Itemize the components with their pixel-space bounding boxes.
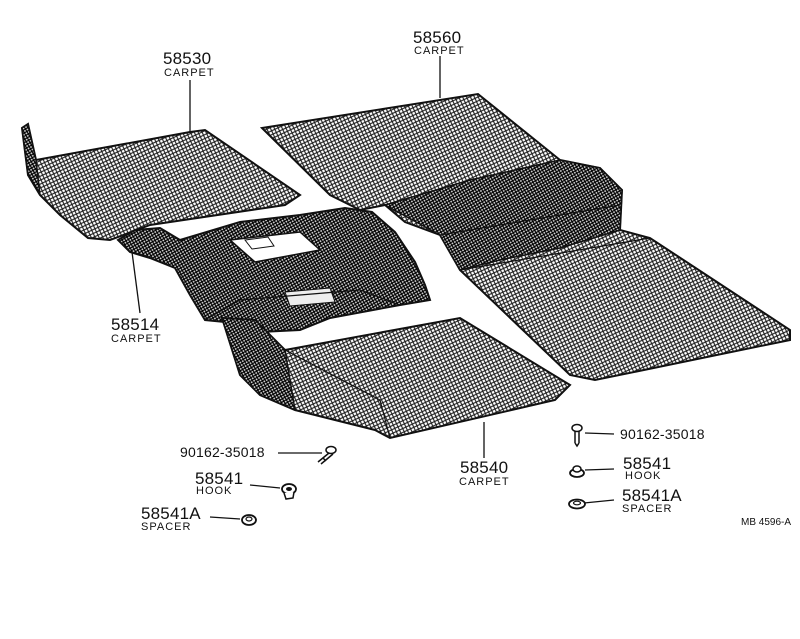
- screw-left-icon: [317, 445, 337, 465]
- label-58514-name: CARPET: [111, 333, 162, 345]
- label-hook-right-number: 58541: [623, 454, 672, 473]
- label-screw-left-number: 90162-35018: [180, 444, 265, 460]
- label-58540-name: CARPET: [459, 476, 510, 488]
- label-spacer-left-number: 58541A: [141, 504, 201, 523]
- spacer-left-icon: [241, 514, 257, 526]
- label-hook-left-number: 58541: [195, 469, 244, 488]
- label-58540-number: 58540: [460, 458, 509, 477]
- label-spacer-right-name: SPACER: [622, 503, 673, 515]
- leader-lines: [131, 56, 615, 520]
- label-spacer-left-name: SPACER: [141, 521, 192, 533]
- label-58514-number: 58514: [111, 315, 160, 334]
- drawing-reference: MB 4596-A: [741, 517, 792, 528]
- carpet-58540-shape: [220, 316, 572, 440]
- label-58560-name: CARPET: [414, 45, 465, 57]
- label-spacer-right-number: 58541A: [622, 486, 682, 505]
- label-58530-number: 58530: [163, 49, 212, 68]
- label-hook-left-name: HOOK: [196, 485, 233, 497]
- carpet-58530-shape: [20, 122, 302, 242]
- label-screw-right-number: 90162-35018: [620, 426, 705, 442]
- screw-right-icon: [571, 423, 583, 448]
- label-58530-name: CARPET: [164, 67, 215, 79]
- label-hook-right-name: HOOK: [625, 470, 662, 482]
- carpet-58514-shape: [116, 206, 432, 334]
- spacer-right-icon: [568, 498, 586, 510]
- carpet-58560-shape: [259, 92, 791, 382]
- hook-right-icon: [569, 465, 585, 478]
- label-58560-number: 58560: [413, 28, 462, 47]
- hook-left-icon: [281, 483, 297, 500]
